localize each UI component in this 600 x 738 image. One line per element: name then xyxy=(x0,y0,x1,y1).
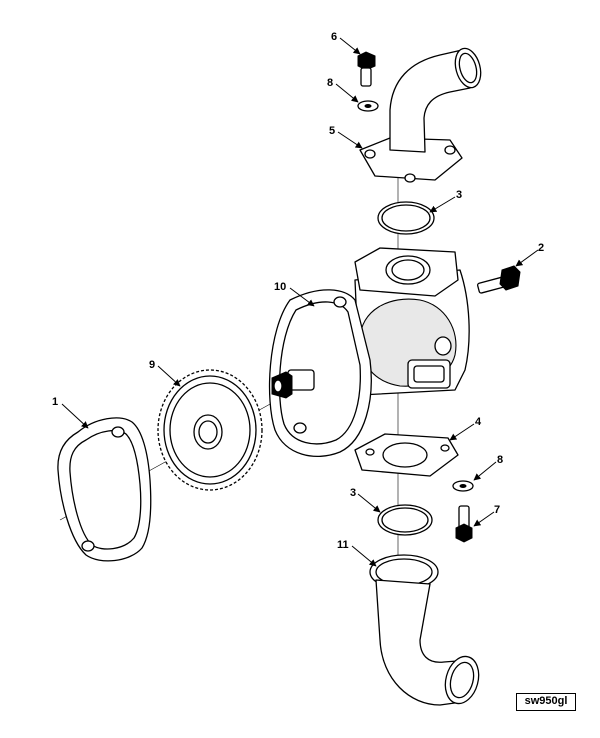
part-3-lower-o-ring xyxy=(377,504,433,536)
callout-2: 2 xyxy=(538,242,544,254)
callout-7: 7 xyxy=(494,504,500,516)
callout-3-upper: 3 xyxy=(456,189,462,201)
part-6-bolt xyxy=(357,51,376,87)
callout-5: 5 xyxy=(329,125,335,137)
part-11-lower-elbow xyxy=(369,554,480,706)
callout-1: 1 xyxy=(52,396,58,408)
figure-code-label: sw950gl xyxy=(516,693,576,711)
callout-6: 6 xyxy=(331,31,337,43)
part-4-lower-gasket xyxy=(354,433,459,477)
part-5-upper-elbow xyxy=(359,47,482,183)
callout-9: 9 xyxy=(149,359,155,371)
callout-11: 11 xyxy=(337,539,349,551)
part-2-bolt xyxy=(476,265,521,294)
callout-3-lower: 3 xyxy=(350,487,356,499)
part-8-lower-washer xyxy=(452,480,474,492)
callouts: 1 2 3 3 4 5 6 7 8 8 9 10 11 xyxy=(52,31,544,567)
part-10-pump-body xyxy=(268,247,470,458)
callout-8-lower: 8 xyxy=(497,454,503,466)
callout-4: 4 xyxy=(475,416,482,428)
part-9-gear xyxy=(157,369,263,491)
part-1-gasket xyxy=(57,417,152,562)
part-8-upper-washer xyxy=(357,100,379,112)
part-7-bolt xyxy=(455,505,473,543)
part-3-upper-o-ring xyxy=(377,201,435,235)
callout-8-upper: 8 xyxy=(327,77,333,89)
callout-10: 10 xyxy=(274,281,286,293)
